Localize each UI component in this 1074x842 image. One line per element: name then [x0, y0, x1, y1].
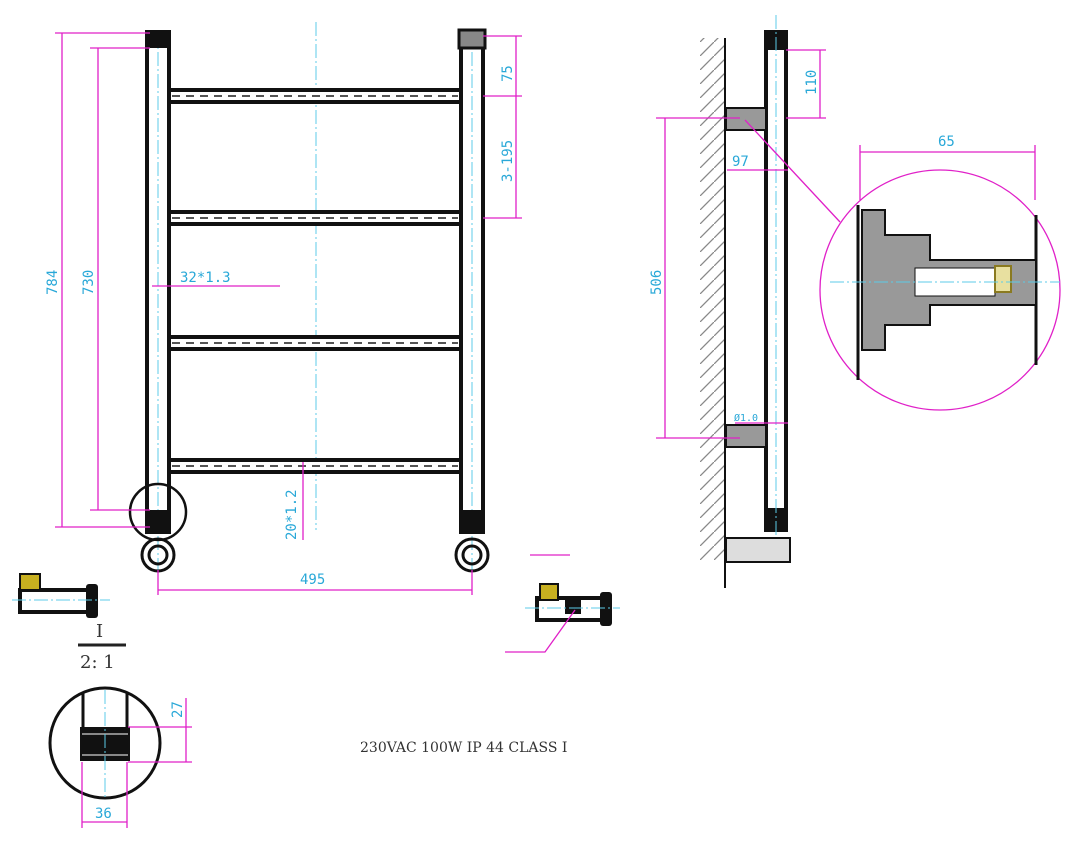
- dim-75: 75: [500, 65, 516, 82]
- detail-scale: 2: 1: [80, 652, 115, 673]
- front-view: 784 730 75 3-195 32*1.3 20*1.2 495: [45, 22, 522, 595]
- dim-97: 97: [732, 154, 749, 170]
- valve-left: [12, 573, 110, 618]
- bracket-detail: 65: [819, 134, 1061, 411]
- valve-right: [505, 554, 620, 653]
- dim-27: 27: [170, 701, 186, 718]
- dim-784: 784: [45, 270, 61, 295]
- detail-i: I 2: 1 27 36: [48, 621, 192, 828]
- dim-506: 506: [649, 270, 665, 295]
- dim-3-195: 3-195: [500, 140, 516, 182]
- dim-bar-tube: 20*1.2: [284, 489, 300, 540]
- dim-730: 730: [81, 270, 97, 295]
- side-view: 110 97 506 Ø1.0: [649, 15, 841, 588]
- spec-text: 230VAC 100W IP 44 CLASS I: [360, 740, 567, 756]
- dim-upright-tube: 32*1.3: [180, 270, 231, 286]
- dim-36: 36: [95, 806, 112, 822]
- right-top-cap: [457, 28, 487, 50]
- dim-110: 110: [804, 70, 820, 95]
- dim-495: 495: [300, 572, 325, 588]
- left-top-cap: [145, 30, 171, 48]
- dim-bracket-tube: Ø1.0: [734, 412, 758, 424]
- detail-label: I: [96, 621, 103, 642]
- dim-65: 65: [938, 134, 955, 150]
